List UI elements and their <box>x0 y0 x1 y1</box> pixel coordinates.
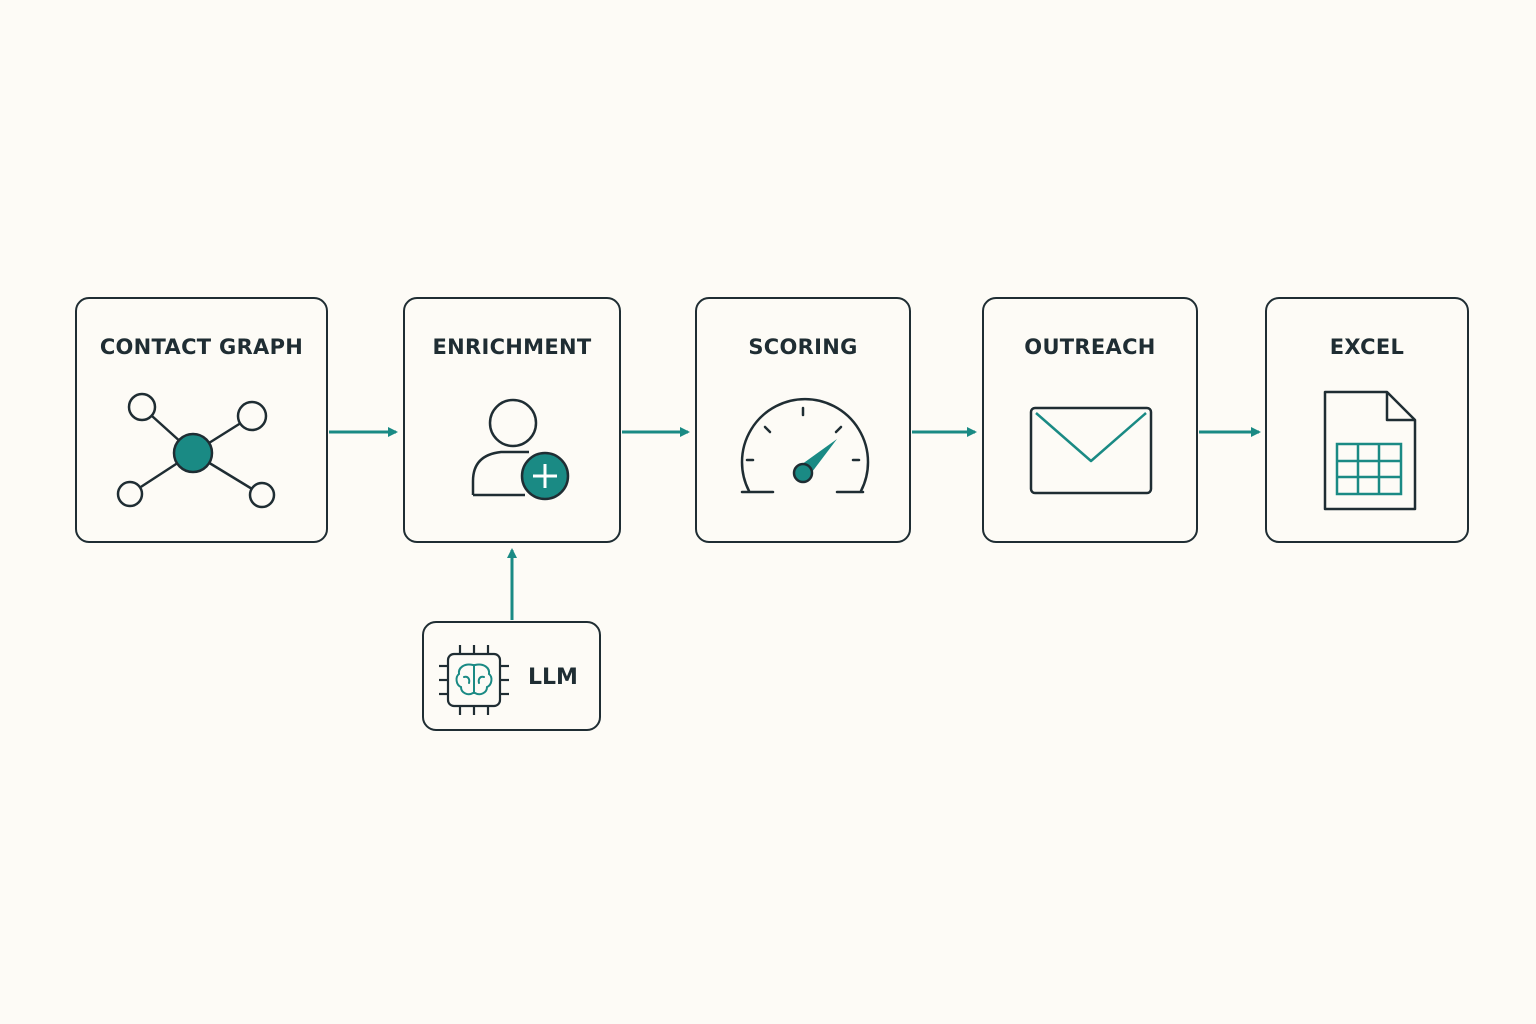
stage-excel: EXCEL <box>1265 297 1469 543</box>
spreadsheet-icon <box>1323 390 1417 511</box>
add-user-icon <box>471 398 570 501</box>
stage-title: ENRICHMENT <box>432 335 592 359</box>
stage-title: EXCEL <box>1329 335 1405 359</box>
network-graph-icon <box>116 392 276 509</box>
stage-title: OUTREACH <box>1024 335 1156 359</box>
stage-outreach: OUTREACH <box>982 297 1198 543</box>
stage-scoring: SCORING <box>695 297 911 543</box>
stage-title: CONTACT GRAPH <box>99 335 304 359</box>
ai-chip-brain-icon <box>439 645 509 715</box>
llm-label: LLM <box>528 665 578 690</box>
gauge-icon <box>740 397 870 494</box>
envelope-icon <box>1029 406 1153 495</box>
stage-title: SCORING <box>748 335 858 359</box>
llm-input-node: LLM <box>422 621 601 731</box>
stage-enrichment: ENRICHMENT <box>403 297 621 543</box>
stage-contact-graph: CONTACT GRAPH <box>75 297 328 543</box>
